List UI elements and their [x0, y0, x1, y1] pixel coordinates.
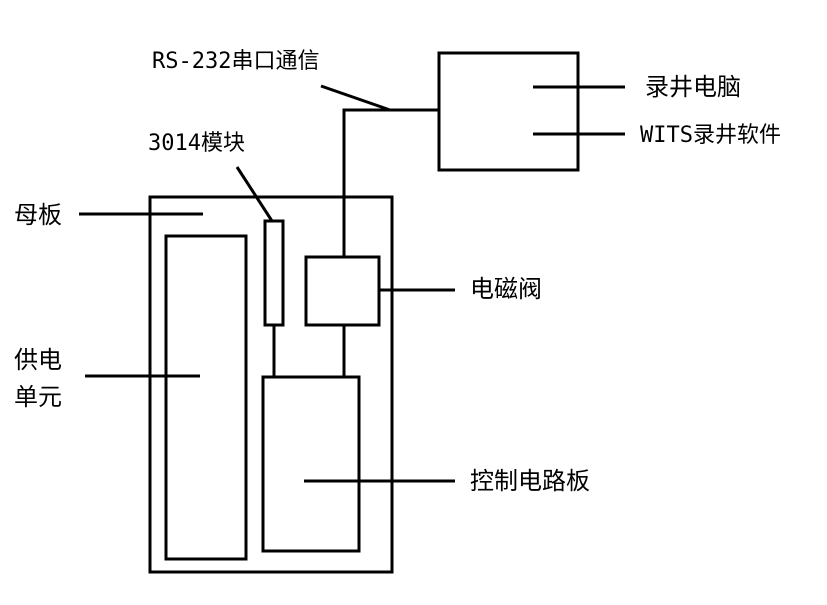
motherboard-box: [148, 195, 394, 574]
label-power-unit-line1: 供电: [14, 346, 62, 374]
label-control-board: 控制电路板: [470, 467, 590, 495]
module-3014-box: [263, 219, 285, 327]
label-wits: WITS录井软件: [640, 123, 781, 148]
power-unit-box: [164, 234, 248, 561]
label-3014-module: 3014模块: [148, 131, 245, 156]
computer-box: [437, 51, 580, 172]
label-power-unit-line2: 单元: [14, 383, 62, 411]
solenoid-valve-box: [304, 255, 381, 327]
control-board-box: [261, 375, 361, 553]
label-computer: 录井电脑: [645, 73, 741, 101]
rs232-cable: [342, 108, 439, 257]
leader-rs232: [320, 84, 391, 112]
leader-3014: [235, 166, 274, 222]
label-solenoid-valve: 电磁阀: [470, 275, 542, 303]
label-motherboard: 母板: [14, 201, 62, 229]
label-rs232: RS-232串口通信: [152, 49, 320, 74]
